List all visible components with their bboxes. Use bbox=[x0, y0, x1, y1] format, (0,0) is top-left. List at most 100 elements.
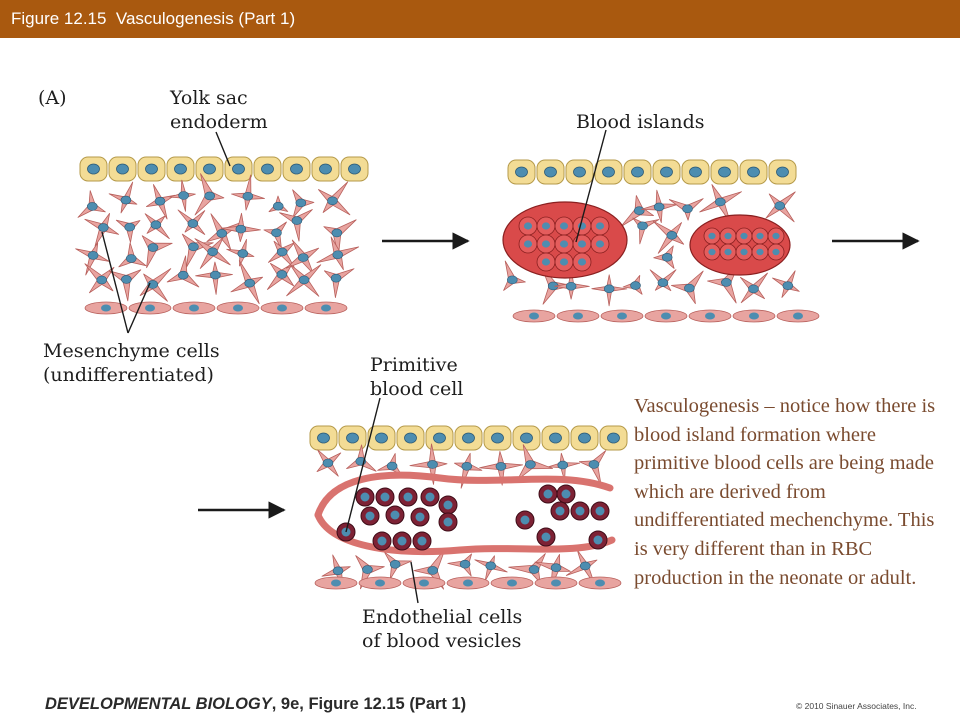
cell-nucleus bbox=[417, 536, 427, 546]
cell-nucleus bbox=[244, 278, 256, 288]
cell-nucleus bbox=[277, 304, 287, 312]
cell-nucleus bbox=[348, 163, 361, 175]
cell-nucleus bbox=[541, 258, 551, 266]
cell-nucleus bbox=[588, 460, 600, 469]
cell-nucleus bbox=[433, 432, 446, 444]
cell-nucleus bbox=[291, 216, 303, 225]
cell-nucleus bbox=[101, 304, 111, 312]
cell-nucleus bbox=[491, 432, 504, 444]
cell-nucleus bbox=[724, 248, 732, 256]
cell-nucleus bbox=[276, 247, 288, 257]
label-primitive-2: blood cell bbox=[370, 378, 463, 400]
cell-nucleus bbox=[593, 535, 603, 545]
cell-nucleus bbox=[577, 258, 587, 266]
cell-nucleus bbox=[555, 506, 565, 516]
cell-nucleus bbox=[718, 166, 731, 178]
cell-nucleus bbox=[595, 222, 605, 230]
cell-nucleus bbox=[543, 489, 553, 499]
cell-nucleus bbox=[653, 202, 665, 212]
cell-nucleus bbox=[772, 248, 780, 256]
book-edition: , 9e, Figure 12.15 (Part 1) bbox=[271, 695, 467, 713]
cell-nucleus bbox=[559, 258, 569, 266]
leader-blood-islands bbox=[575, 129, 607, 243]
cell-nucleus bbox=[682, 204, 693, 214]
cell-nucleus bbox=[485, 561, 497, 571]
cell-nucleus bbox=[271, 228, 282, 238]
cell-nucleus bbox=[551, 579, 561, 587]
label-endothelial-1: Endothelial cells bbox=[362, 606, 522, 628]
cell-nucleus bbox=[331, 579, 341, 587]
endoderm-layer-2 bbox=[507, 159, 797, 185]
mesenchyme-cells-3 bbox=[316, 443, 607, 590]
caption-text: Vasculogenesis – notice how there is blo… bbox=[634, 395, 936, 589]
cell-nucleus bbox=[321, 304, 331, 312]
cell-nucleus bbox=[207, 247, 218, 257]
cell-nucleus bbox=[661, 312, 671, 320]
cell-nucleus bbox=[506, 275, 518, 285]
cell-nucleus bbox=[740, 232, 748, 240]
cell-nucleus bbox=[415, 512, 425, 522]
cell-nucleus bbox=[332, 566, 344, 576]
cell-nucleus bbox=[523, 222, 533, 230]
cell-nucleus bbox=[525, 460, 536, 469]
cell-nucleus bbox=[495, 462, 507, 471]
cell-nucleus bbox=[520, 515, 530, 525]
cell-nucleus bbox=[463, 579, 473, 587]
figure-title: Figure 12.15 Vasculogenesis (Part 1) bbox=[11, 9, 296, 28]
cell-nucleus bbox=[630, 281, 641, 290]
label-endothelial-2: of blood vesicles bbox=[362, 630, 521, 652]
cell-nucleus bbox=[541, 532, 551, 542]
cell-nucleus bbox=[327, 196, 338, 206]
cell-nucleus bbox=[317, 432, 330, 444]
cell-nucleus bbox=[549, 432, 562, 444]
bottom-cell-layer-2 bbox=[512, 309, 820, 323]
cell-nucleus bbox=[462, 432, 475, 444]
cell-nucleus bbox=[607, 432, 620, 444]
cell-nucleus bbox=[331, 228, 343, 238]
cell-nucleus bbox=[776, 166, 789, 178]
cell-nucleus bbox=[541, 240, 551, 248]
cell-nucleus bbox=[272, 201, 284, 211]
cell-nucleus bbox=[573, 166, 586, 178]
cell-nucleus bbox=[116, 163, 129, 175]
cell-nucleus bbox=[507, 579, 517, 587]
cell-nucleus bbox=[595, 240, 605, 248]
cell-nucleus bbox=[689, 166, 702, 178]
cell-nucleus bbox=[595, 506, 605, 516]
title-bar: Figure 12.15 Vasculogenesis (Part 1) bbox=[0, 0, 960, 38]
cell-nucleus bbox=[87, 202, 98, 211]
cell-nucleus bbox=[756, 232, 764, 240]
blood-island-cells bbox=[518, 216, 785, 272]
cell-nucleus bbox=[346, 432, 359, 444]
cell-nucleus bbox=[177, 270, 189, 280]
cell-nucleus bbox=[125, 254, 137, 263]
cell-nucleus bbox=[87, 251, 99, 260]
cell-nucleus bbox=[684, 283, 695, 293]
cell-nucleus bbox=[748, 284, 759, 294]
cell-nucleus bbox=[657, 278, 669, 287]
mesenchyme-cells-1 bbox=[75, 173, 360, 305]
cell-nucleus bbox=[203, 163, 216, 175]
cell-nucleus bbox=[602, 166, 615, 178]
cell-nucleus bbox=[461, 462, 473, 471]
cell-nucleus bbox=[577, 240, 587, 248]
cell-nucleus bbox=[528, 565, 540, 574]
label-mesenchyme-1: Mesenchyme cells bbox=[43, 340, 220, 362]
label-yolk-sac-1: Yolk sac bbox=[169, 87, 248, 109]
bottom-cell-layer-1 bbox=[84, 301, 348, 315]
cell-nucleus bbox=[523, 240, 533, 248]
cell-nucleus bbox=[145, 163, 158, 175]
cell-nucleus bbox=[145, 304, 155, 312]
cell-nucleus bbox=[377, 536, 387, 546]
leader-endothelial bbox=[410, 561, 419, 604]
cell-nucleus bbox=[559, 222, 569, 230]
endoderm-layer-3 bbox=[309, 425, 628, 451]
cell-nucleus bbox=[389, 559, 401, 569]
cell-nucleus bbox=[404, 432, 417, 444]
cell-nucleus bbox=[617, 312, 627, 320]
cell-nucleus bbox=[154, 196, 166, 206]
cell-nucleus bbox=[150, 220, 162, 230]
cell-nucleus bbox=[216, 229, 228, 238]
cell-nucleus bbox=[298, 275, 310, 285]
cell-nucleus bbox=[403, 492, 413, 502]
